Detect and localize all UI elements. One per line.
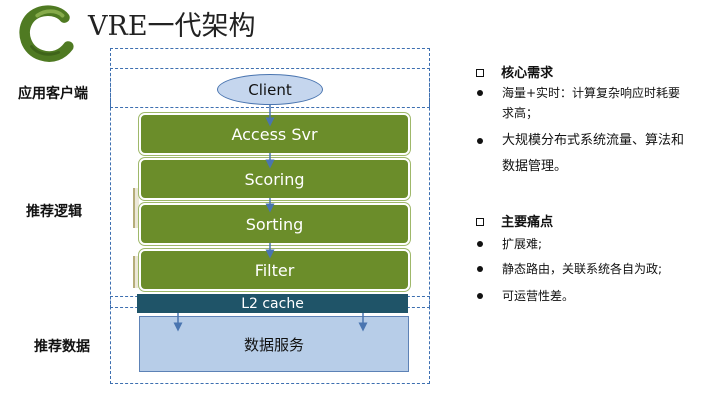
- page-title: VRE一代架构: [88, 11, 256, 42]
- core-needs-title: 核心需求: [501, 66, 554, 81]
- square-bullet-icon: [476, 218, 484, 226]
- core-needs-heading-row: 核心需求: [476, 62, 553, 81]
- core-item-1: 海量+实时：计算复杂响应时耗要 求高；: [476, 82, 706, 124]
- dot-bullet-icon: [477, 90, 483, 96]
- filter-box: Filter: [139, 249, 410, 291]
- pain-item-3: 可运营性差。: [476, 285, 706, 307]
- section-label-client: 应用客户端: [18, 86, 88, 102]
- core-item-1-line2: 求高；: [502, 106, 539, 120]
- l2-cache-bar: L2 cache: [137, 294, 408, 313]
- dot-bullet-icon: [477, 241, 483, 247]
- pain-item-2: 静态路由，关联系统各自为政;: [476, 258, 706, 280]
- core-item-1-line1: 海量+实时：计算复杂响应时耗要: [502, 86, 681, 100]
- pain-points-heading-row: 主要痛点: [476, 211, 553, 230]
- square-bullet-icon: [476, 69, 484, 77]
- outer-dashed-frame: [110, 48, 430, 384]
- section-label-logic: 推荐逻辑: [26, 204, 82, 220]
- pain-item-1: 扩展难;: [476, 233, 706, 255]
- section-label-data: 推荐数据: [34, 339, 90, 355]
- sorting-box: Sorting: [139, 203, 410, 245]
- pain-item-2-text: 静态路由，关联系统各自为政;: [502, 262, 663, 276]
- dot-bullet-icon: [477, 138, 483, 144]
- scoring-box: Scoring: [139, 158, 410, 200]
- pain-item-1-text: 扩展难;: [502, 237, 543, 251]
- core-item-2: 大规模分布式系统流量、算法和 数据管理。: [476, 128, 706, 180]
- pain-points-title: 主要痛点: [501, 215, 554, 230]
- brush-c-logo-icon: [19, 5, 74, 62]
- dot-bullet-icon: [477, 266, 483, 272]
- client-node: Client: [217, 74, 323, 105]
- core-item-2-line2: 数据管理。: [502, 159, 568, 174]
- pain-item-3-text: 可运营性差。: [502, 289, 575, 303]
- side-stub-upper: [133, 188, 139, 228]
- dot-bullet-icon: [477, 293, 483, 299]
- access-svr-box: Access Svr: [139, 113, 410, 155]
- side-stub-lower: [133, 256, 139, 288]
- core-item-2-line1: 大规模分布式系统流量、算法和: [502, 133, 685, 148]
